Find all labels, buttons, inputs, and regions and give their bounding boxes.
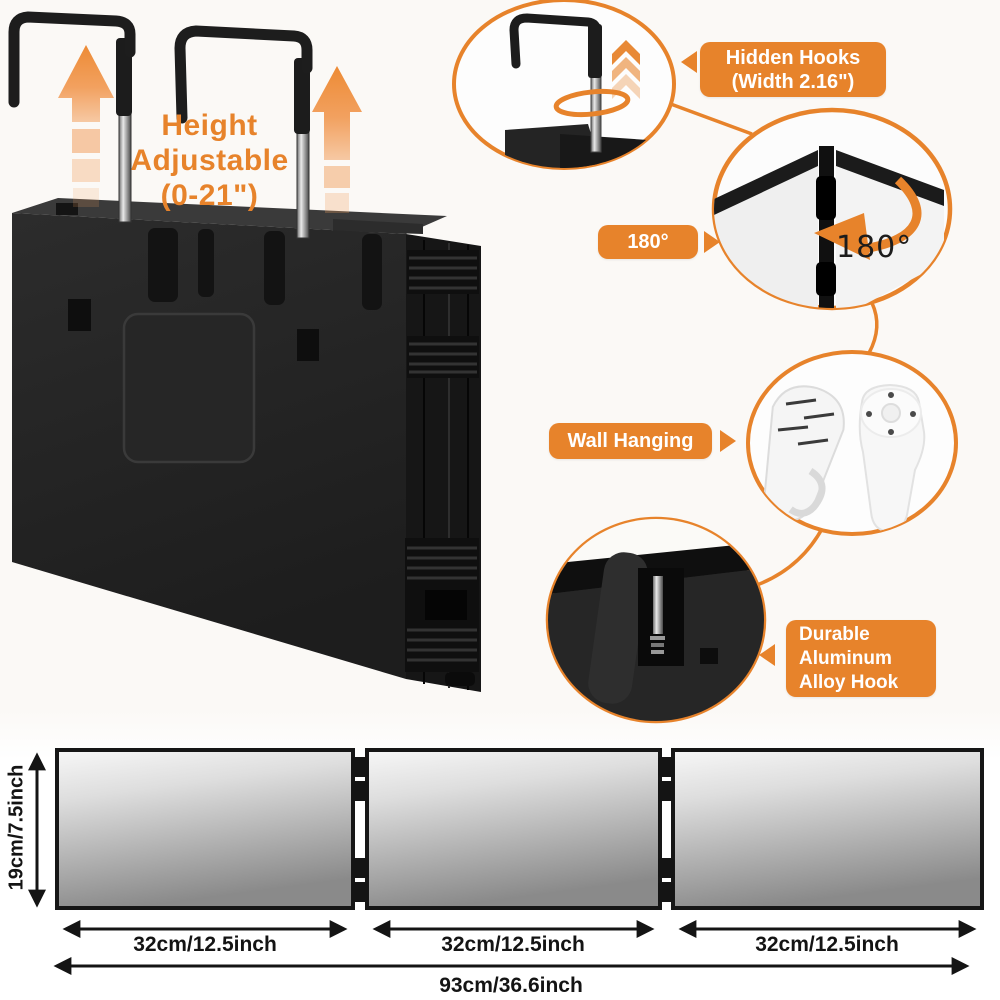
dimension-arrows [28,752,977,975]
hidden-hooks-badge: Hidden Hooks (Width 2.16") [700,42,886,97]
pointer-triangle-icon [704,231,720,253]
wall-hanging-badge: Wall Hanging [549,423,712,459]
rotation-photo-label: 180° [836,230,913,265]
folded-mirror-case [12,198,481,692]
callout-circle-alloy-hook [545,516,767,724]
pointer-triangle-icon [720,430,736,452]
mirror-panel [365,748,662,910]
connector-lines [667,101,879,587]
total-width-label: 93cm/36.6inch [439,974,583,997]
callout-circle-hidden-hooks [452,0,676,170]
height-dimension-label: 19cm/7.5inch [5,764,28,891]
hinges [352,757,674,902]
rotation-badge: 180° [598,225,698,259]
up-arrow-icon [312,66,362,213]
height-adjustable-label: Height Adjustable (0-21") [130,109,289,212]
panel-width-label: 32cm/12.5inch [755,933,899,956]
mirror-panel [671,748,984,910]
panel-width-label: 32cm/12.5inch [133,933,277,956]
ribbed-clip [405,538,479,686]
wall-hook-front [858,383,926,533]
ribbed-clip [407,336,479,378]
ribbed-clip [407,250,479,294]
callout-circle-wall-anchors [746,350,958,536]
panel-width-label: 32cm/12.5inch [441,933,585,956]
dimension-diagram [28,748,984,975]
pointer-triangle-icon [759,644,775,666]
chevron-up-icon [612,40,640,99]
up-arrow-icon [58,45,114,207]
pointer-triangle-icon [681,51,697,73]
anchor-pins [777,398,835,446]
alloy-hook-badge: Durable Aluminum Alloy Hook [786,620,936,697]
mirror-panel [55,748,355,910]
callout-circle-180-rotation [711,107,953,311]
right-hanging-hook [174,25,313,239]
left-hanging-hook [8,11,136,223]
